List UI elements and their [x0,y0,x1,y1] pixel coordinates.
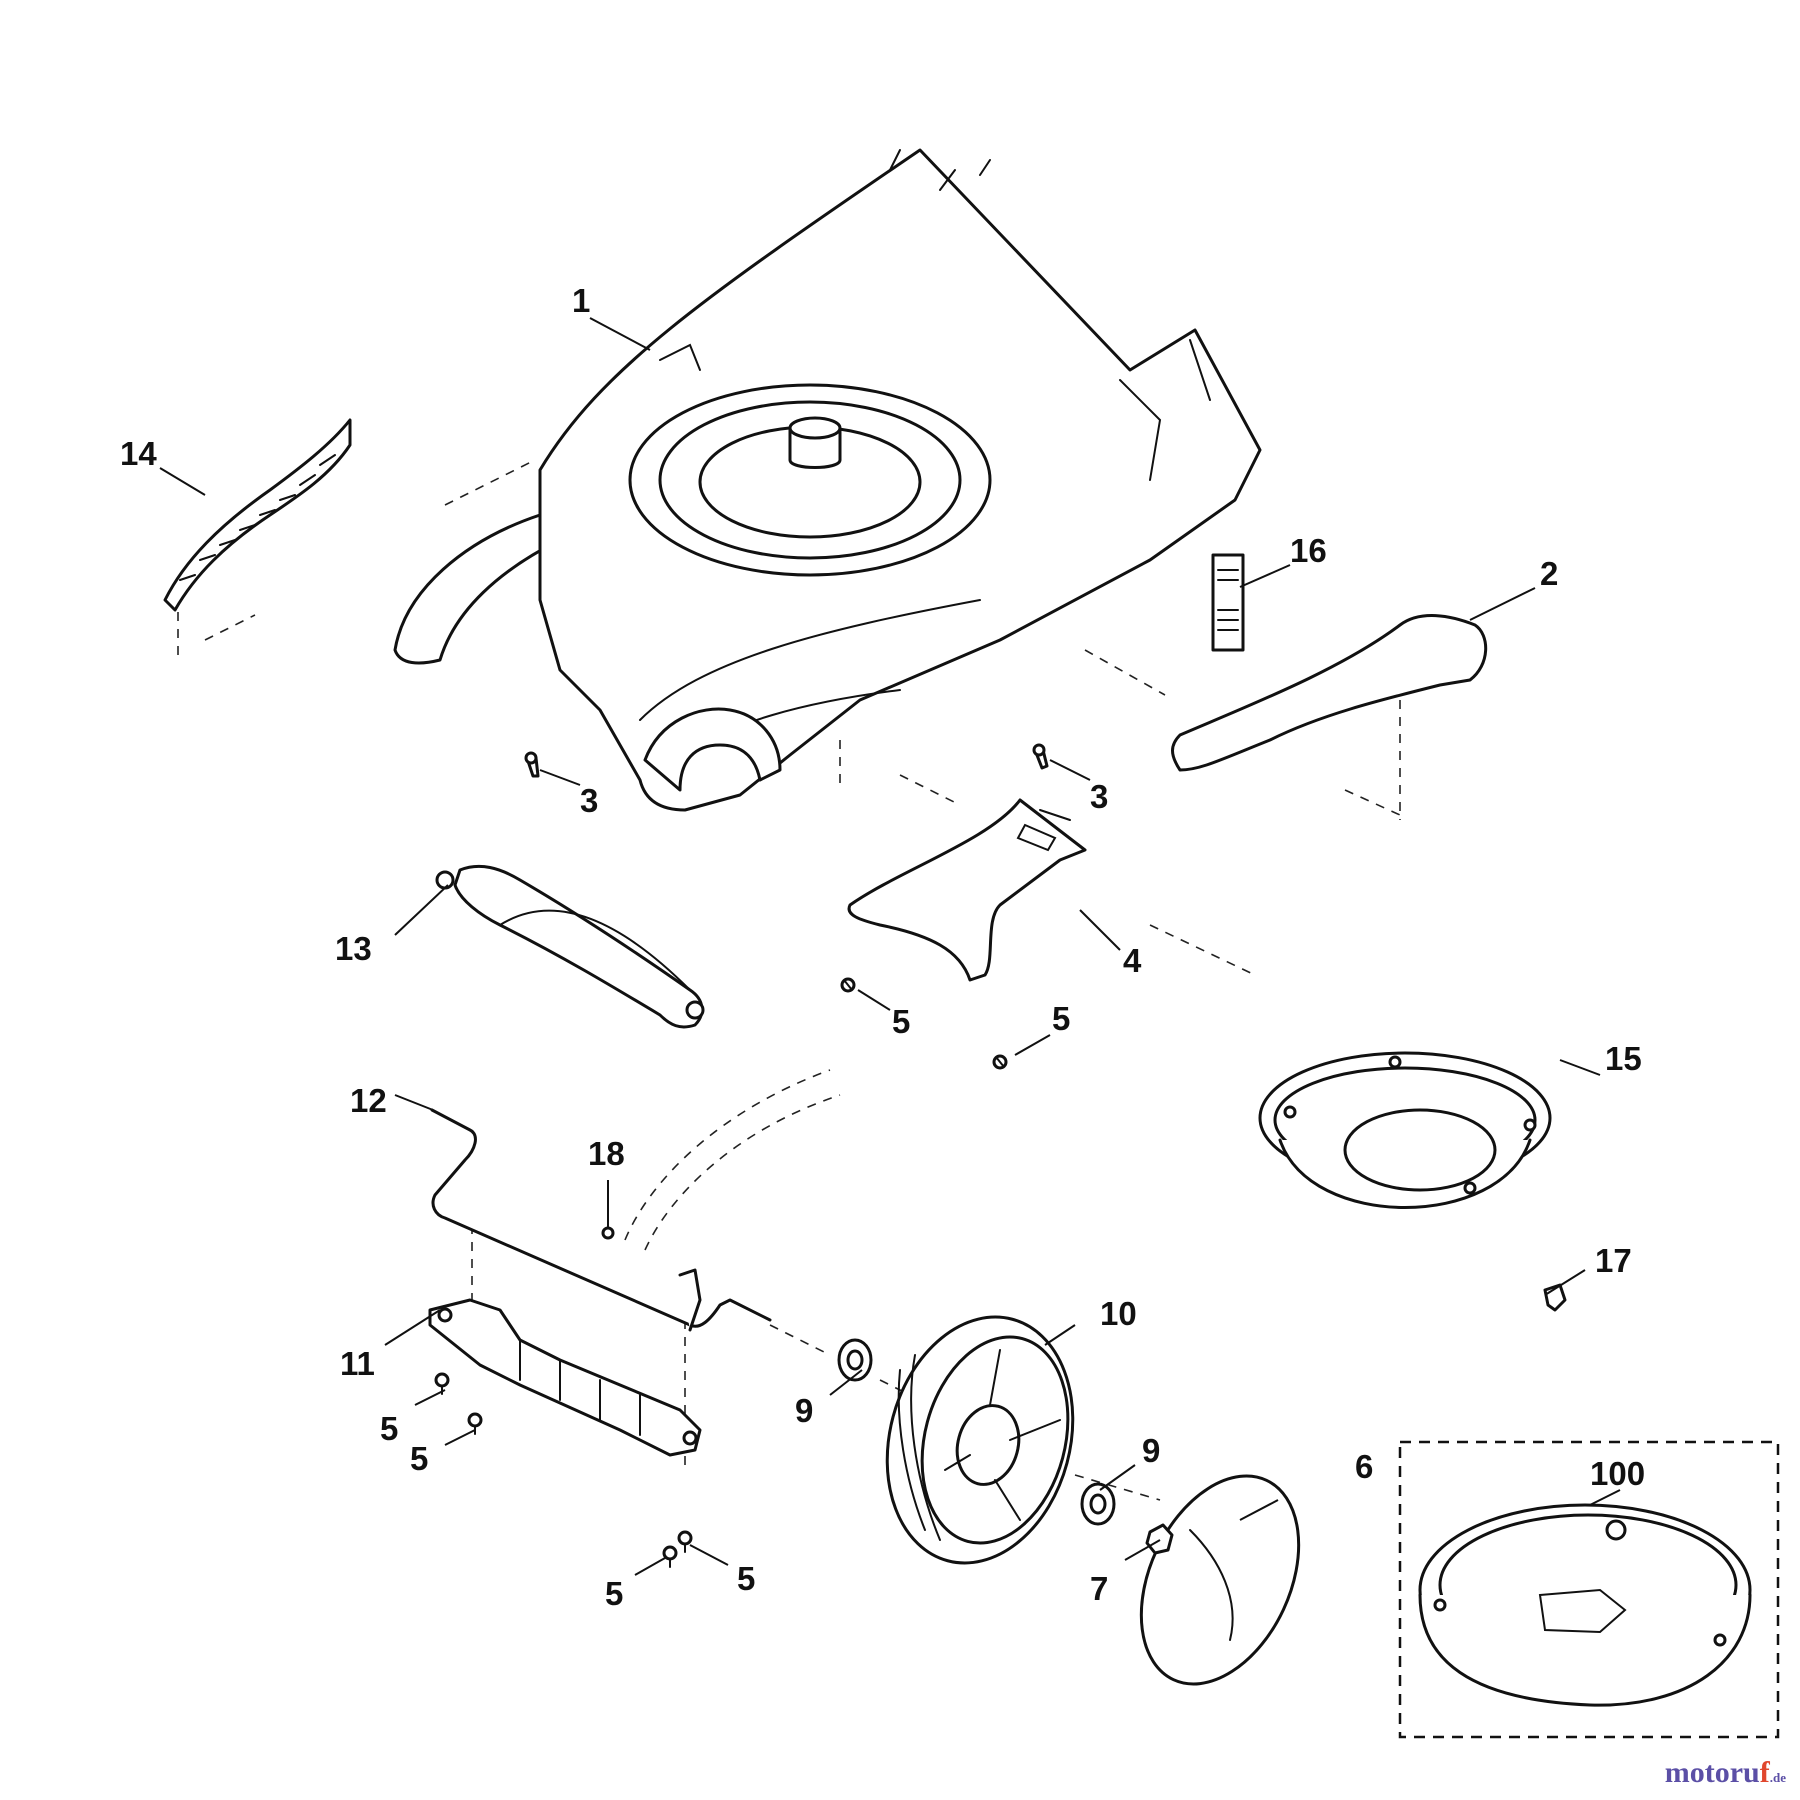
callout-5a: 5 [892,1003,910,1040]
screw-3a [524,751,540,778]
callout-100: 100 [1590,1455,1645,1492]
cover-kit [1398,1440,1780,1739]
callout-4: 4 [1123,942,1142,979]
callout-12: 12 [350,1082,387,1119]
watermark-accent: f [1759,1756,1770,1789]
callout-5f: 5 [737,1560,755,1597]
deck-housing [393,148,1262,812]
callout-14: 14 [120,435,157,472]
callout-18: 18 [588,1135,625,1172]
callout-1: 1 [572,282,590,319]
callout-5e: 5 [605,1575,623,1612]
wheel [885,1315,1075,1565]
bearing-9a [837,1338,873,1382]
watermark-logo: motoruf.de [1665,1756,1786,1790]
bearing-9b [1080,1482,1116,1526]
callout-5b: 5 [1052,1000,1070,1037]
nut [1145,1523,1174,1555]
callout-9a: 9 [795,1392,813,1429]
callout-9b: 9 [1142,1432,1160,1469]
watermark-tld: .de [1769,1770,1786,1785]
callout-15: 15 [1605,1040,1642,1077]
deflector-plate [847,798,1087,982]
grass-bowl [1258,1051,1552,1209]
callout-17: 17 [1595,1242,1632,1279]
callout-11: 11 [340,1345,375,1382]
screw-5c [434,1372,450,1395]
callout-labels: 1 2 3 3 4 5 5 5 5 5 5 6 7 9 9 10 11 12 1… [120,282,1645,1612]
leader-lines [159,317,1621,1576]
callout-6: 6 [1355,1448,1373,1485]
callout-5c: 5 [380,1410,398,1447]
side-trim [163,418,352,612]
callout-13: 13 [335,930,372,967]
axle-bracket [428,1298,702,1457]
callout-10: 10 [1100,1295,1137,1332]
callout-16: 16 [1290,532,1327,569]
callout-3a: 3 [580,782,598,819]
hub-cap [1139,1474,1301,1686]
callout-2: 2 [1540,555,1558,592]
handle-grip [1171,614,1488,772]
callout-3b: 3 [1090,778,1108,815]
clip-pin [601,1069,841,1251]
screw-3b [1032,743,1049,770]
front-bumper [435,864,705,1029]
callout-7: 7 [1090,1570,1108,1607]
screw-5a [840,977,856,993]
screw-5e [662,1545,678,1568]
label-plate [1211,553,1245,652]
axle-rod [430,1108,772,1332]
screw-5b [992,1054,1008,1070]
callout-5d: 5 [410,1440,428,1477]
watermark-main: motoru [1664,1756,1760,1789]
screw-5f [677,1530,693,1553]
